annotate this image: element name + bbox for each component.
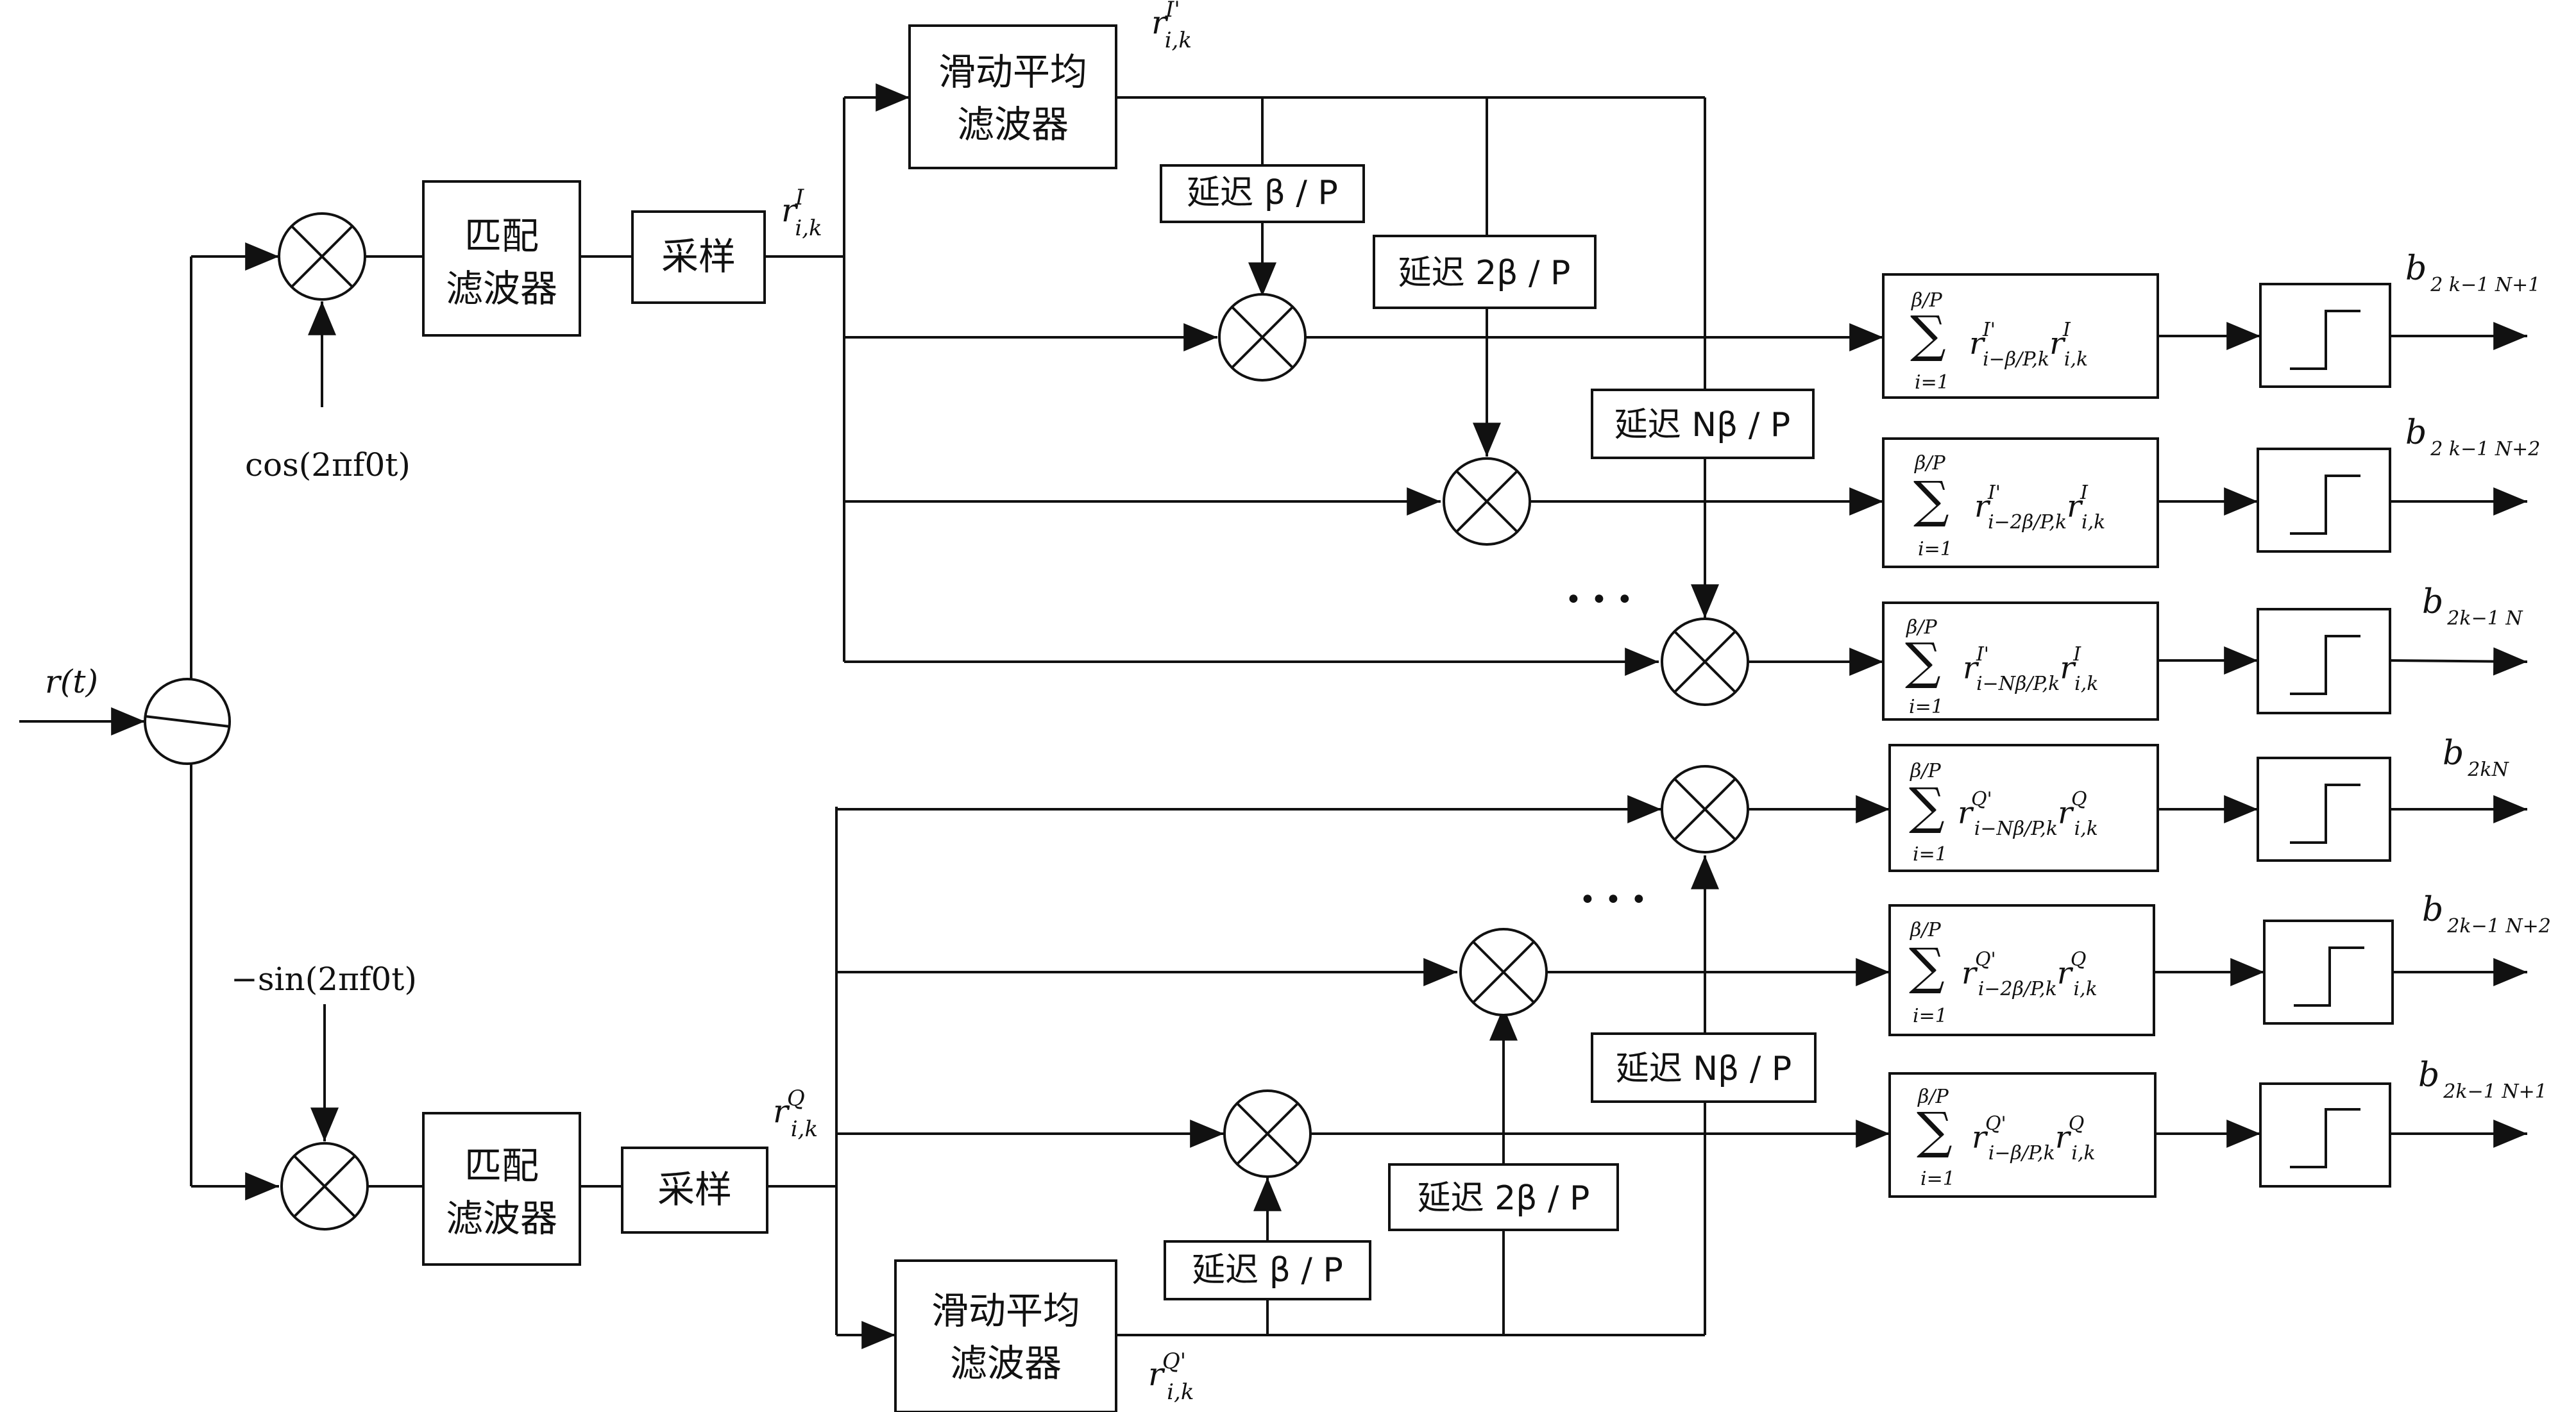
svg-text:β/P: β/P [1917,1086,1949,1108]
mixer-q-2 [1459,928,1548,1016]
moving-average-i [908,24,1117,169]
svg-text:延迟 β / P: 延迟 β / P [1192,1251,1343,1290]
ellipsis-i: • • • [1565,584,1633,616]
svg-text:β/P: β/P [1910,919,1941,941]
svg-text:i=1: i=1 [1918,538,1953,560]
svg-text:i=1: i=1 [1915,371,1949,394]
mixer-i-n [1661,618,1749,706]
svg-text:∑: ∑ [1917,1102,1953,1160]
mixer-q-1 [1223,1089,1312,1178]
svg-text:i=1: i=1 [1920,1168,1955,1190]
svg-text:延迟 β / P: 延迟 β / P [1187,174,1338,212]
svg-text:滑动平均: 滑动平均 [938,50,1087,94]
decision-1 [2158,283,2527,388]
svg-text:延迟 2β / P: 延迟 2β / P [1418,1179,1590,1218]
splitter [144,678,231,765]
mixer-i-1 [1218,293,1307,382]
svg-text:i=1: i=1 [1913,843,1947,866]
decision-2 [2158,448,2527,553]
svg-text:滤波器: 滤波器 [950,1341,1062,1385]
mixer-q-n [1661,765,1749,853]
matched-filter-q [422,1112,581,1266]
svg-text:滑动平均: 滑动平均 [931,1289,1080,1332]
delay-2-i [1373,235,1597,309]
svg-text:∑: ∑ [1913,471,1949,529]
svg-text:β/P: β/P [1911,289,1942,312]
sampler-q [621,1147,768,1234]
mixer-cos [278,212,366,301]
matched-filter-i [422,180,581,337]
carrier-cos-label: cos(2πf0t) [245,446,411,483]
svg-text:延迟 2β / P: 延迟 2β / P [1398,254,1571,292]
svg-text:∑: ∑ [1909,938,1945,996]
decision-5 [2154,920,2527,1025]
delay-n-i [1591,389,1815,459]
input-label: r(t) [45,663,98,700]
svg-text:∑: ∑ [1905,633,1941,691]
svg-text:i=1: i=1 [1909,696,1944,718]
sampler-i [631,210,766,304]
delay-n-q [1591,1032,1817,1103]
svg-text:延迟 Nβ / P: 延迟 Nβ / P [1614,406,1791,444]
svg-text:采样: 采样 [657,1168,732,1211]
svg-text:β/P: β/P [1914,452,1945,475]
signal-rq-ma: rQ'i,k [1148,1349,1194,1405]
moving-average-q [894,1259,1117,1412]
svg-text:匹配: 匹配 [464,214,539,258]
svg-text:滤波器: 滤波器 [446,1197,557,1240]
svg-text:滤波器: 滤波器 [957,103,1069,146]
carrier-sin-label: −sin(2πf0t) [231,961,417,998]
mixer-sin [280,1142,369,1231]
svg-text:延迟 Nβ / P: 延迟 Nβ / P [1616,1050,1792,1088]
decision-6 [2155,1082,2527,1188]
mixer-i-2 [1443,457,1531,546]
decision-3 [2158,608,2528,714]
decision-4 [2158,757,2527,862]
delay-2-q [1388,1163,1619,1231]
svg-text:采样: 采样 [661,235,736,278]
svg-text:匹配: 匹配 [464,1144,539,1188]
svg-text:滤波器: 滤波器 [446,267,557,310]
svg-text:∑: ∑ [1910,306,1946,364]
ellipsis-q: • • • [1579,884,1647,916]
signal-ri-ma: rI'i,k [1151,0,1192,53]
svg-text:i=1: i=1 [1913,1005,1947,1027]
svg-text:β/P: β/P [1906,616,1937,639]
svg-text:β/P: β/P [1910,760,1941,782]
svg-text:∑: ∑ [1909,778,1945,836]
delay-1-i [1160,164,1365,223]
